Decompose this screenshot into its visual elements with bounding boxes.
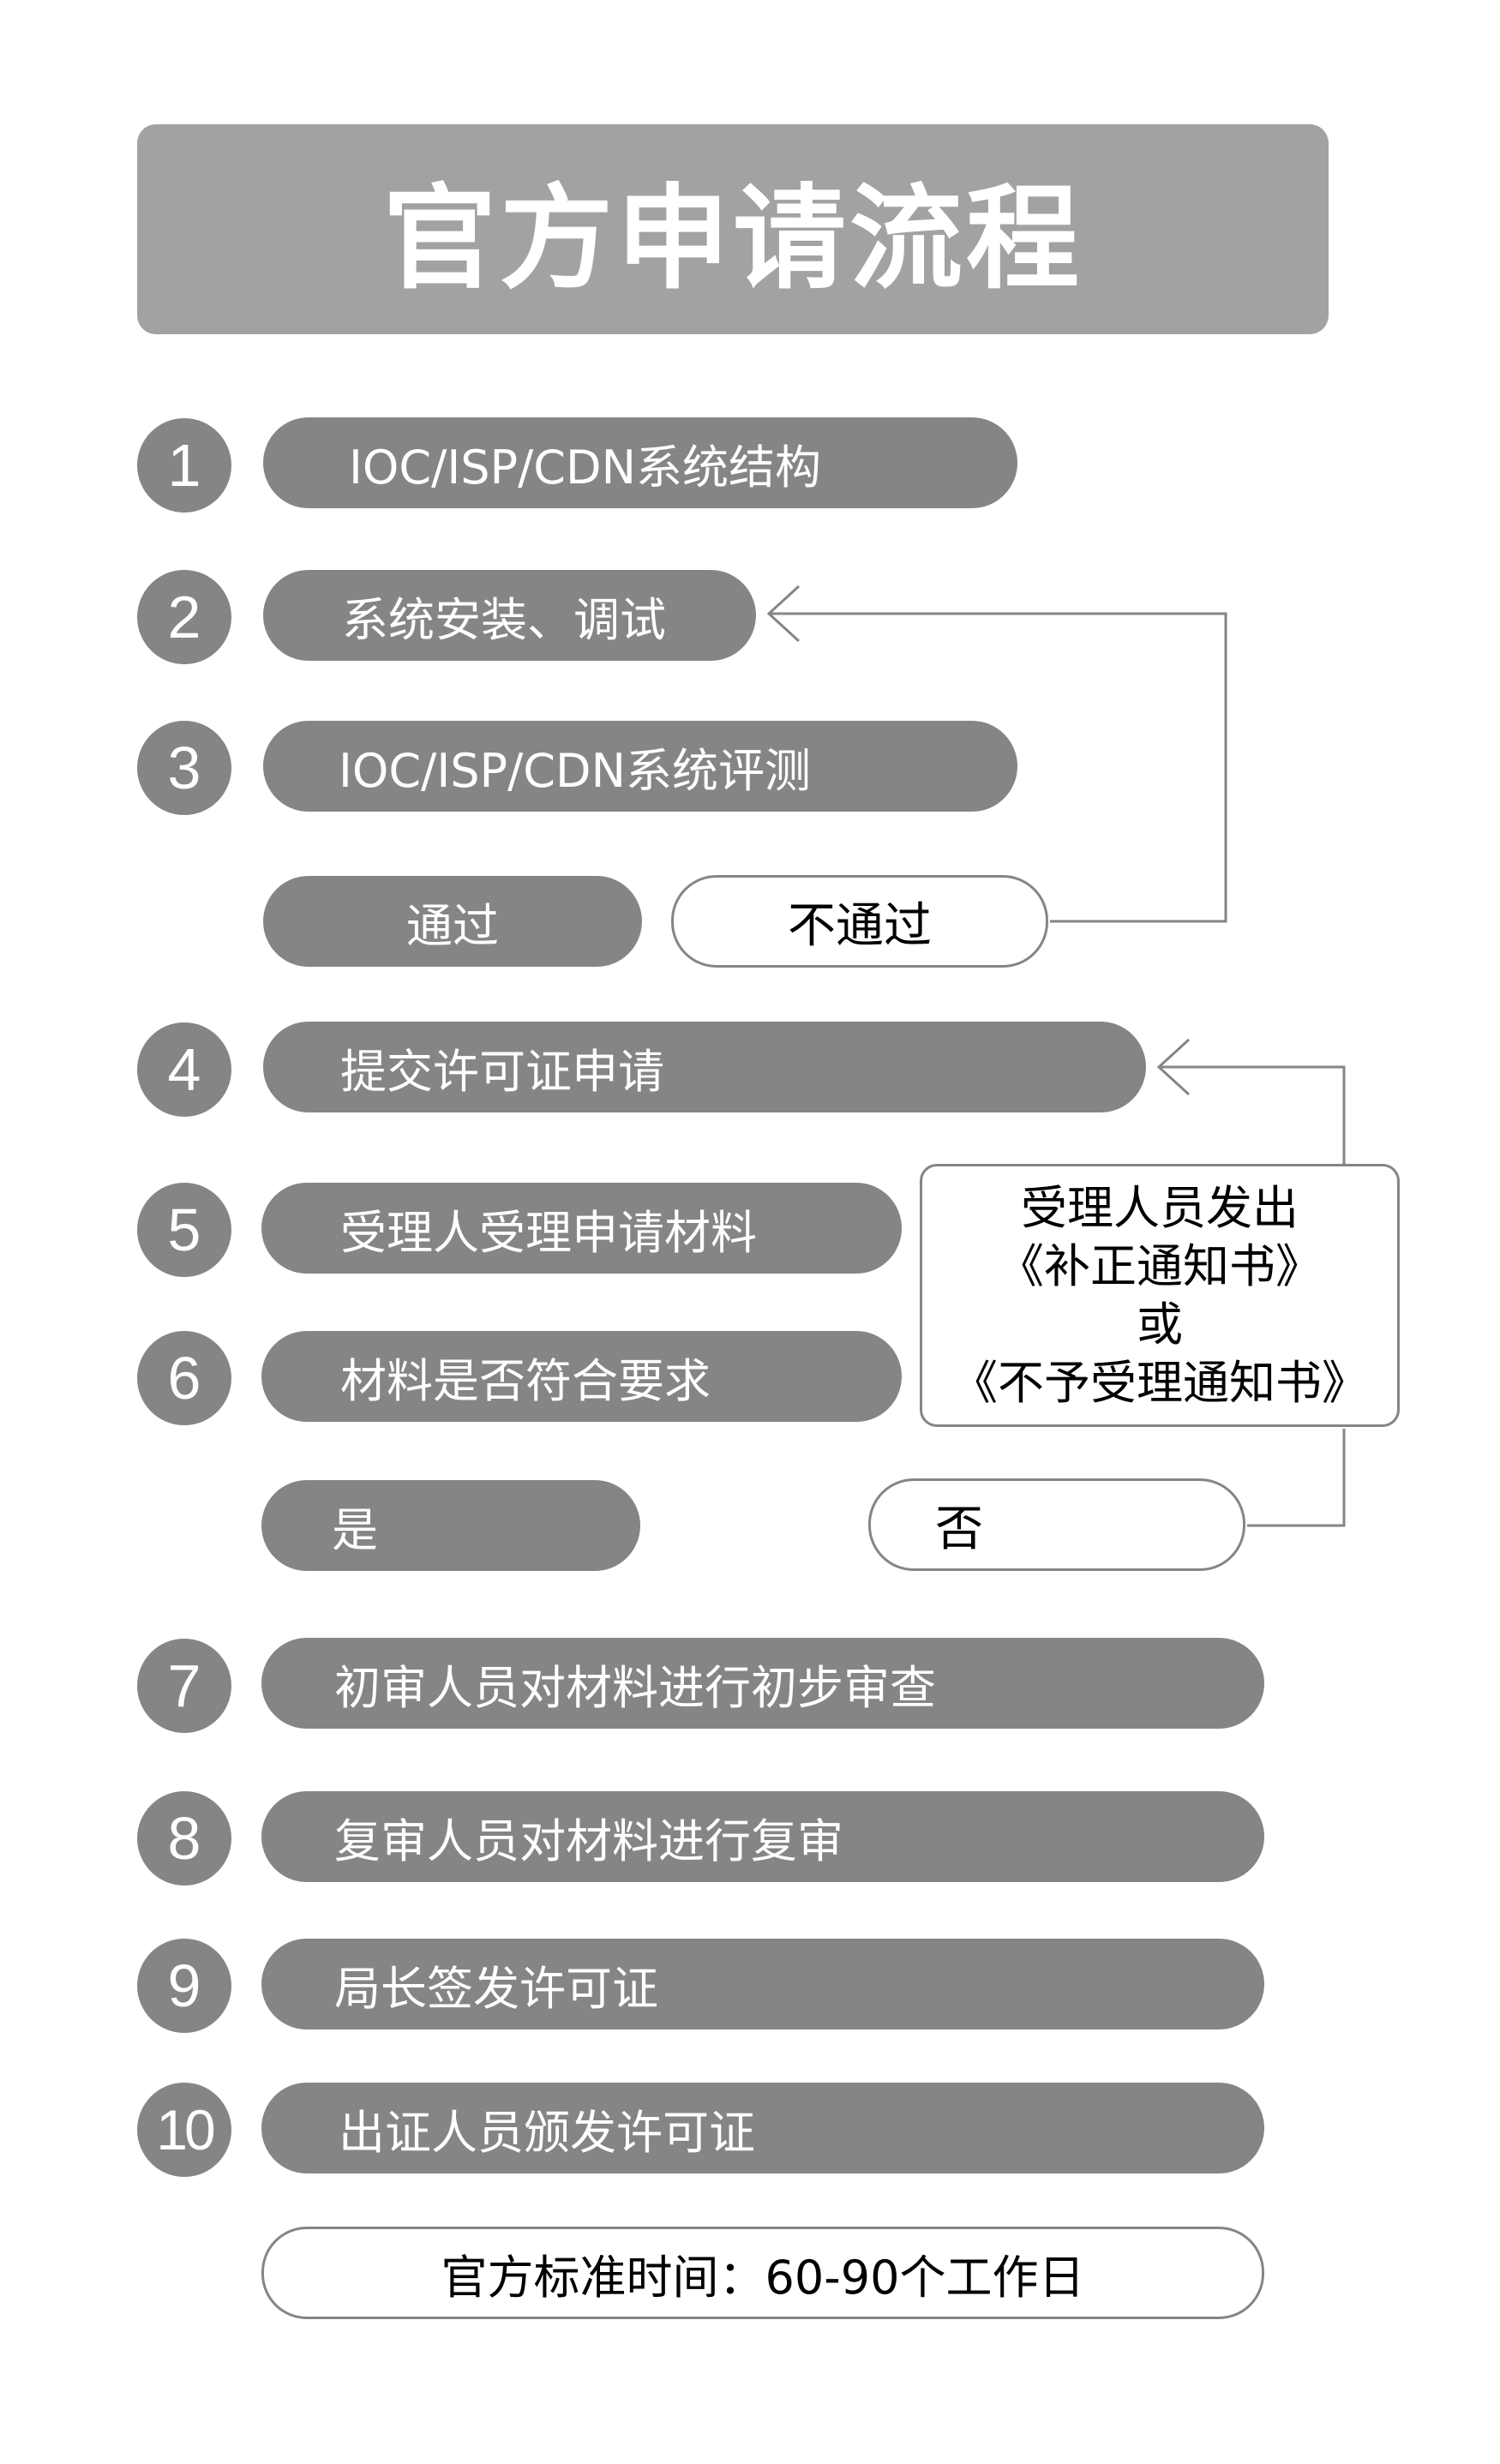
no-label: 否 [935, 1501, 983, 1557]
step-7-label: 初审人员对材料进行初步审查 [334, 1660, 936, 1715]
notice-line-2: 《补正通知书》 [998, 1238, 1322, 1293]
step-number-8: 8 [137, 1791, 231, 1885]
step-number-9: 9 [137, 1939, 231, 2033]
step-1-box: IOC/ISP/CDN系统结构 [263, 417, 1017, 508]
step-1-label: IOC/ISP/CDN系统结构 [349, 440, 821, 495]
notice-line-1: 受理人员发出 [1021, 1180, 1299, 1235]
notice-line-3: 或 [1137, 1297, 1183, 1352]
step-4-box: 提交许可证申请 [263, 1022, 1146, 1112]
fail-label: 不通过 [788, 897, 932, 954]
yes-label: 是 [332, 1502, 378, 1557]
page-title: 官方申请流程 [383, 173, 1083, 305]
step-number-10: 10 [137, 2083, 231, 2177]
step-6-label: 材料是否符合要求 [340, 1353, 711, 1408]
step-8-box: 复审人员对材料进行复审 [261, 1791, 1264, 1882]
step-2-label: 系统安装、调试 [342, 592, 666, 647]
reject-loop-line [1247, 1429, 1346, 1527]
step-number-7: 7 [137, 1639, 231, 1733]
step-2-box: 系统安装、调试 [263, 570, 756, 661]
pass-label: 通过 [406, 898, 499, 953]
step-9-label: 局长签发许可证 [334, 1961, 658, 2016]
standard-time-box: 官方标准时间：60-90个工作日 [261, 2227, 1264, 2319]
step-5-label: 受理人受理申请材料 [340, 1205, 757, 1260]
notice-box: 受理人员发出 《补正通知书》 或 《不予受理通知书》 [920, 1164, 1400, 1427]
step-3-box: IOC/ISP/CDN系统评测 [263, 721, 1017, 812]
standard-time-label: 官方标准时间：60-90个工作日 [441, 2250, 1085, 2305]
reject-loop-arrowhead [1156, 1038, 1191, 1096]
step-number-6: 6 [137, 1331, 231, 1425]
step-number-2: 2 [137, 570, 231, 664]
step-7-box: 初审人员对材料进行初步审查 [261, 1638, 1264, 1729]
step-5-box: 受理人受理申请材料 [261, 1183, 902, 1274]
fail-box: 不通过 [671, 875, 1048, 968]
step-9-box: 局长签发许可证 [261, 1939, 1264, 2029]
no-box: 否 [868, 1478, 1245, 1571]
step-number-3: 3 [137, 721, 231, 815]
title-banner: 官方申请流程 [137, 124, 1329, 334]
step-8-label: 复审人员对材料进行复审 [334, 1814, 843, 1868]
fail-loop-line [769, 612, 1227, 923]
step-4-label: 提交许可证申请 [340, 1044, 664, 1099]
step-10-label: 出证人员颁发许可证 [339, 2105, 755, 2160]
step-6-box: 材料是否符合要求 [261, 1331, 902, 1422]
step-number-4: 4 [137, 1022, 231, 1117]
step-10-box: 出证人员颁发许可证 [261, 2083, 1264, 2173]
pass-box: 通过 [263, 876, 642, 967]
fail-loop-arrowhead [766, 585, 801, 643]
reject-loop-line-upper [1159, 1065, 1346, 1164]
yes-box: 是 [261, 1480, 640, 1571]
notice-line-4: 《不予受理通知书》 [951, 1355, 1368, 1410]
step-number-1: 1 [137, 418, 231, 513]
step-number-5: 5 [137, 1183, 231, 1277]
step-3-label: IOC/ISP/CDN系统评测 [339, 743, 811, 798]
